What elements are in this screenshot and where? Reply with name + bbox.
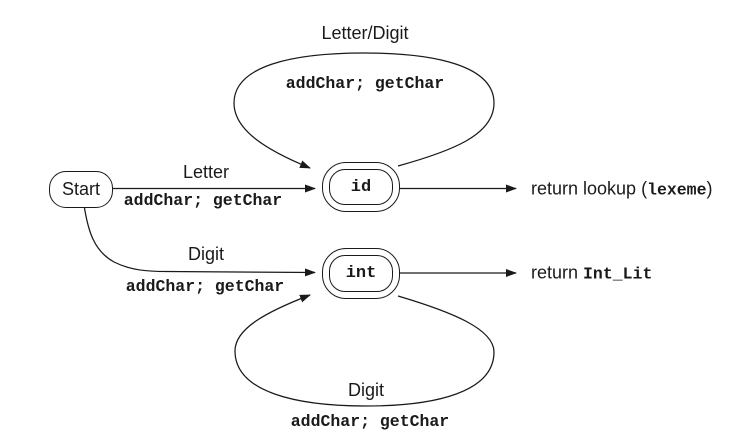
state-int-inner-ring: int xyxy=(329,255,393,292)
edge-id-self-loop xyxy=(233,52,495,169)
state-start: Start xyxy=(49,171,113,208)
loop-id-condition: Letter/Digit xyxy=(321,23,409,43)
edge-int-self-loop xyxy=(234,294,495,407)
return-id-prefix: return lookup ( xyxy=(531,178,648,199)
state-int: int xyxy=(322,248,400,299)
state-int-label: int xyxy=(345,264,377,283)
loop-id-action: addChar; getChar xyxy=(285,73,445,93)
state-id-inner-ring: id xyxy=(329,169,393,205)
state-id-label: id xyxy=(350,177,372,197)
transition-digit-action: addChar; getChar xyxy=(125,276,285,296)
return-int-action: return Int_Lit xyxy=(531,263,652,283)
return-int-prefix: return xyxy=(531,262,584,283)
loop-int-action: addChar; getChar xyxy=(290,411,450,431)
transition-letter-condition: Letter xyxy=(182,162,230,182)
return-id-code: lexeme xyxy=(647,180,707,200)
state-id: id xyxy=(322,162,400,212)
return-id-action: return lookup (lexeme) xyxy=(531,179,712,199)
edge-start-to-int xyxy=(83,204,316,277)
return-int-code: Int_Lit xyxy=(583,264,653,284)
transition-letter-action: addChar; getChar xyxy=(123,190,283,210)
loop-int-condition: Digit xyxy=(347,380,385,400)
transition-digit-condition: Digit xyxy=(187,244,225,264)
return-id-suffix: ) xyxy=(706,178,713,199)
state-start-label: Start xyxy=(61,179,100,199)
